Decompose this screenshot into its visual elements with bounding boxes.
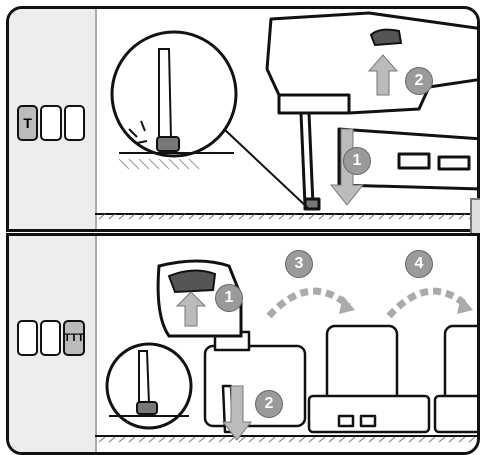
mode-selector-sequential: T: [17, 105, 87, 141]
up-arrow: [175, 291, 207, 327]
mode-cell-single: T: [17, 105, 39, 141]
step-badge-4: 4: [405, 250, 433, 278]
mode-cell-middle: [40, 320, 61, 356]
mode-selector-contact: TTT: [17, 320, 87, 356]
step-badge-1: 1: [215, 284, 243, 312]
step-badge-2: 2: [255, 390, 283, 418]
nailer-position-3: [433, 324, 477, 434]
detail-magnifier: [105, 342, 193, 430]
work-surface: [95, 213, 477, 220]
step-badge-3: 3: [285, 250, 313, 278]
nailer-position-2: [307, 324, 431, 434]
trigger: [369, 28, 403, 47]
sequential-mode-panel: T: [6, 6, 480, 232]
mode-cell-bump: TTT: [63, 320, 85, 356]
up-arrow: [367, 54, 399, 96]
contact-illustration: [95, 259, 477, 443]
detail-magnifier: [110, 30, 310, 210]
work-surface: [95, 435, 477, 443]
contact-mode-panel: TTT: [6, 233, 480, 455]
nailer-position-1: [203, 330, 307, 434]
curve-arrow-4: [386, 287, 470, 319]
mode-cell-middle: [40, 105, 62, 141]
trigger-inset: [156, 259, 243, 338]
mode-cell-right: [63, 105, 85, 141]
sequential-illustration: [95, 11, 477, 220]
curve-arrow-3: [266, 287, 352, 319]
down-arrow: [221, 385, 253, 441]
step-badge-2: 2: [405, 67, 433, 95]
mode-cell-left: [17, 320, 38, 356]
step-badge-1: 1: [343, 147, 371, 175]
